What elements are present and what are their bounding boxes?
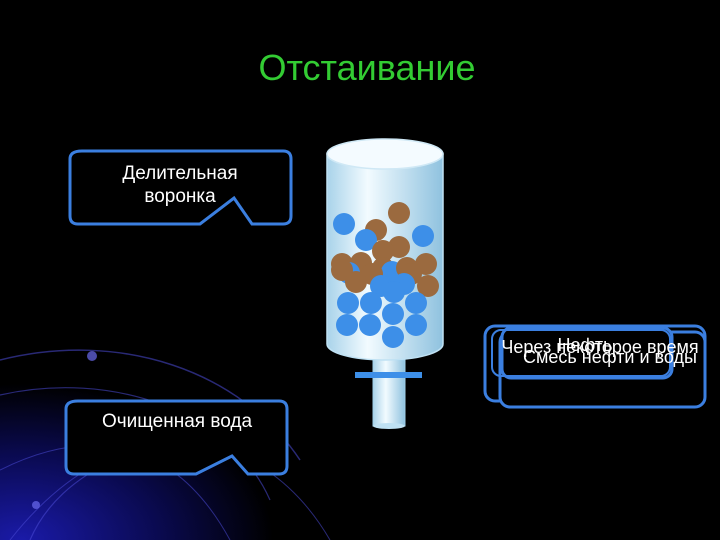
oil-particle xyxy=(388,202,410,224)
water-particle xyxy=(337,292,359,314)
water-particle xyxy=(360,292,382,314)
callout-water-label: Очищенная вода xyxy=(101,411,253,432)
water-particle xyxy=(405,292,427,314)
callout-mixture-label: Смесь нефти и воды xyxy=(523,347,697,367)
oil-particle xyxy=(372,240,394,262)
oil-particle xyxy=(417,275,439,297)
callout-oil-label: Нефть xyxy=(557,335,613,355)
slide-title: Отстаивание xyxy=(258,47,476,88)
particles xyxy=(331,202,439,348)
oil-particle xyxy=(345,271,367,293)
callout-funnel-label: Делительная воронка xyxy=(122,163,238,207)
water-particle xyxy=(333,213,355,235)
callout-time-label: Через некоторое время xyxy=(501,337,699,357)
water-particle xyxy=(382,326,404,348)
callout-water xyxy=(64,399,289,476)
water-particle xyxy=(355,229,377,251)
callout-stack xyxy=(483,324,707,409)
water-particle xyxy=(412,225,434,247)
water-particle xyxy=(336,314,358,336)
water-particle xyxy=(405,314,427,336)
water-particle xyxy=(382,303,404,325)
water-particle xyxy=(359,314,381,336)
valve xyxy=(355,372,422,378)
water-particle xyxy=(383,281,405,303)
callout-funnel xyxy=(68,149,293,226)
